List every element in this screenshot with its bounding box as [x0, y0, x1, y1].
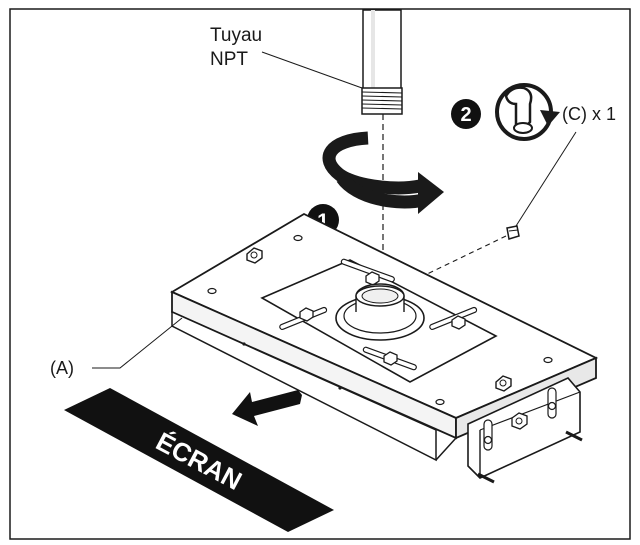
diagram-frame: [9, 8, 631, 540]
screw-leader-line: [515, 131, 577, 227]
screen-direction-arrow-icon: [232, 390, 302, 426]
side-bracket: [467, 377, 583, 484]
step-2-badge: 2: [451, 99, 481, 129]
plate-label: (A): [50, 358, 74, 378]
pipe-collar: [335, 283, 425, 341]
screen-banner: ÉCRAN: [64, 388, 334, 532]
pipe-label-line2: NPT: [210, 49, 248, 70]
corner-nut: [246, 247, 263, 264]
pipe-label-line1: Tuyau: [210, 25, 262, 46]
screw-label: (C) x 1: [562, 104, 616, 124]
corner-nut: [495, 375, 512, 392]
svg-text:2: 2: [460, 104, 471, 126]
plate-leader-line: [92, 317, 183, 369]
pipe-leader-line: [261, 51, 363, 89]
npt-pipe: [361, 9, 403, 300]
rotation-arrow-icon: [322, 131, 444, 214]
wrench-tighten-icon: [495, 83, 560, 141]
screw-c: [506, 225, 520, 240]
mounting-plate: [170, 212, 599, 462]
